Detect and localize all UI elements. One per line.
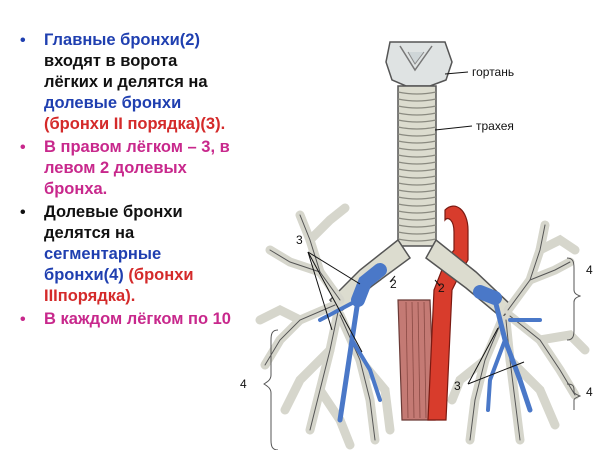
pointer-lines: [307, 71, 525, 385]
bronchial-tree-figure: гортань трахея 3 2 2 3 4 4 4: [240, 0, 600, 451]
bullet-text: (бронхи II порядка)(3).: [44, 115, 226, 133]
bullet-text: сегментарные бронхи(4): [44, 245, 162, 284]
bullet-list: • Главные бронхи(2) входят в ворота лёгки…: [14, 30, 232, 332]
trachea: [397, 85, 437, 247]
bullet-dot: •: [20, 139, 26, 156]
label-main-bronchus-right: 2: [390, 277, 397, 291]
label-segmental-left: 4: [240, 377, 247, 391]
label-larynx: гортань: [472, 65, 514, 79]
bullet-item: • Главные бронхи(2) входят в ворота лёгки…: [14, 30, 232, 135]
label-main-bronchus-left: 2: [438, 281, 445, 295]
label-trachea: трахея: [476, 119, 514, 133]
bronchial-tree-illustration: гортань трахея 3 2 2 3 4 4 4: [240, 41, 593, 451]
label-segmental-bottom-right: 4: [586, 385, 593, 399]
bullet-text: В каждом лёгком по 10: [44, 310, 231, 328]
bullet-dot: •: [20, 204, 26, 221]
bullet-dot: •: [20, 32, 26, 49]
bullet-text: Главные бронхи(2): [44, 31, 200, 49]
bullet-item: • В правом лёгком – 3, в левом 2 долевых …: [14, 137, 232, 200]
left-lung-branches: [447, 220, 590, 445]
larynx: [385, 41, 453, 87]
right-lung-branches: [255, 203, 395, 450]
label-lobar-bronchi-bottom: 3: [454, 379, 461, 393]
bullet-text: (бронхи IIIпорядка).: [44, 266, 194, 305]
label-segmental-top-right: 4: [586, 263, 593, 277]
brackets: [263, 257, 582, 451]
esophagus: [397, 299, 436, 421]
bullet-item: • В каждом лёгком по 10: [14, 309, 232, 330]
bullet-text: долевые бронхи: [44, 94, 182, 112]
bullet-text: Долевые бронхи делятся на: [44, 203, 183, 242]
bullet-text: В правом лёгком – 3, в левом 2 долевых б…: [44, 138, 230, 198]
bullet-text: входят в ворота лёгких и делятся на: [44, 52, 208, 91]
bullet-dot: •: [20, 311, 26, 328]
bullet-item: • Долевые бронхи делятся на сегментарные …: [14, 202, 232, 307]
label-lobar-bronchi-top: 3: [296, 233, 303, 247]
